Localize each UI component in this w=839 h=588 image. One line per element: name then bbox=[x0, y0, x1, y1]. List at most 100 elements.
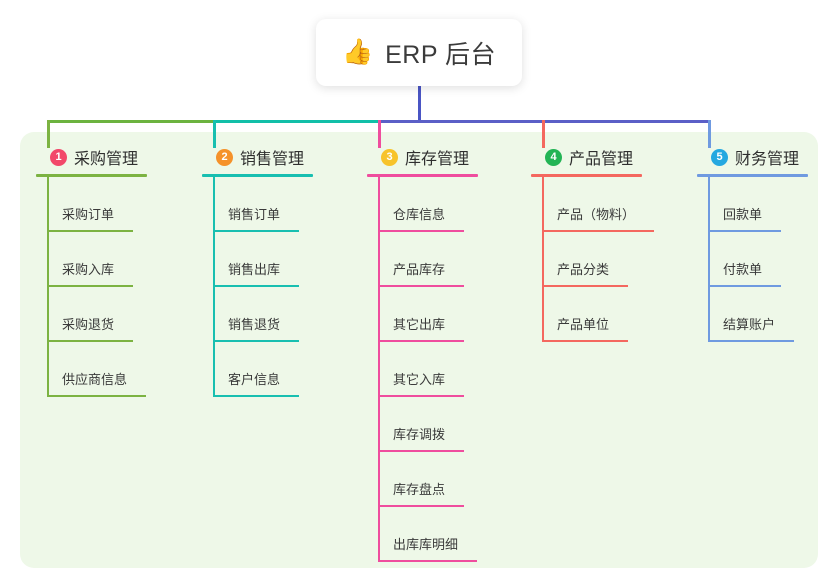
leaf-node-label: 采购入库 bbox=[62, 262, 115, 277]
leaf-node-rule bbox=[378, 395, 464, 397]
column-spine-1 bbox=[47, 177, 49, 397]
column-header-5[interactable]: 5 财务管理 bbox=[697, 146, 808, 168]
leaf-node-label: 产品（物料） bbox=[557, 207, 636, 222]
column-spine-5 bbox=[708, 177, 710, 342]
column-body-1: 采购订单采购入库采购退货供应商信息 bbox=[36, 177, 147, 397]
leaf-node-rule bbox=[378, 450, 464, 452]
leaf-node-label: 仓库信息 bbox=[393, 207, 446, 222]
leaf-node-rule bbox=[708, 285, 781, 287]
column-spine-3 bbox=[378, 177, 380, 562]
leaf-node-rule bbox=[708, 340, 794, 342]
leaf-node-rule bbox=[378, 340, 464, 342]
column-badge-3: 3 bbox=[381, 148, 398, 166]
leaf-node-label: 库存盘点 bbox=[393, 482, 446, 497]
column-drop-connector-3 bbox=[378, 120, 381, 148]
leaf-node[interactable]: 销售退货 bbox=[202, 287, 313, 342]
leaf-node-rule bbox=[47, 395, 146, 397]
leaf-node-label: 产品单位 bbox=[557, 317, 610, 332]
leaf-node[interactable]: 客户信息 bbox=[202, 342, 313, 397]
column-drop-connector-4 bbox=[542, 120, 545, 148]
bus-segment-1 bbox=[47, 120, 216, 123]
leaf-node-rule bbox=[47, 230, 133, 232]
leaf-node-label: 产品分类 bbox=[557, 262, 610, 277]
root-node-title: ERP 后台 bbox=[385, 40, 497, 69]
column-4: 4 产品管理产品（物料） 产品分类产品单位 bbox=[531, 146, 654, 342]
leaf-node-label: 采购退货 bbox=[62, 317, 115, 332]
leaf-node-rule bbox=[213, 340, 299, 342]
column-header-3[interactable]: 3 库存管理 bbox=[367, 146, 478, 168]
column-5: 5 财务管理回款单付款单结算账户 bbox=[697, 146, 808, 342]
bus-segment-3 bbox=[378, 120, 545, 123]
leaf-node[interactable]: 产品单位 bbox=[531, 287, 642, 342]
leaf-node-rule bbox=[213, 395, 299, 397]
leaf-node-label: 供应商信息 bbox=[62, 372, 128, 387]
leaf-node[interactable]: 产品库存 bbox=[367, 232, 478, 287]
column-title-1: 采购管理 bbox=[74, 151, 139, 168]
column-title-5: 财务管理 bbox=[735, 151, 800, 168]
column-header-1[interactable]: 1 采购管理 bbox=[36, 146, 147, 168]
leaf-node-rule bbox=[542, 230, 654, 232]
leaf-node-rule bbox=[378, 230, 464, 232]
column-header-4[interactable]: 4 产品管理 bbox=[531, 146, 642, 168]
leaf-node-rule bbox=[542, 340, 628, 342]
column-rule-4 bbox=[531, 174, 642, 177]
leaf-node-rule bbox=[542, 285, 628, 287]
leaf-node[interactable]: 库存盘点 bbox=[367, 452, 478, 507]
leaf-node-label: 采购订单 bbox=[62, 207, 115, 222]
column-title-2: 销售管理 bbox=[240, 151, 305, 168]
leaf-node[interactable]: 采购订单 bbox=[36, 177, 147, 232]
leaf-node[interactable]: 供应商信息 bbox=[36, 342, 147, 397]
leaf-node[interactable]: 销售订单 bbox=[202, 177, 313, 232]
column-body-2: 销售订单销售出库销售退货客户信息 bbox=[202, 177, 313, 397]
leaf-node[interactable]: 其它出库 bbox=[367, 287, 478, 342]
leaf-node[interactable]: 出库库明细 bbox=[367, 507, 478, 562]
leaf-node-label: 出库库明细 bbox=[393, 537, 459, 552]
column-rule-2 bbox=[202, 174, 313, 177]
leaf-node-rule bbox=[47, 285, 133, 287]
column-body-4: 产品（物料） 产品分类产品单位 bbox=[531, 177, 654, 342]
leaf-node[interactable]: 产品分类 bbox=[531, 232, 642, 287]
column-body-5: 回款单付款单结算账户 bbox=[697, 177, 808, 342]
leaf-node-label: 销售出库 bbox=[228, 262, 281, 277]
column-title-3: 库存管理 bbox=[405, 151, 470, 168]
leaf-node[interactable]: 库存调拨 bbox=[367, 397, 478, 452]
leaf-node[interactable]: 销售出库 bbox=[202, 232, 313, 287]
bus-segment-2 bbox=[213, 120, 381, 123]
column-badge-5: 5 bbox=[711, 148, 728, 166]
leaf-node-label: 其它入库 bbox=[393, 372, 446, 387]
column-body-3: 仓库信息产品库存其它出库其它入库库存调拨库存盘点出库库明细 bbox=[367, 177, 478, 562]
leaf-node-rule bbox=[378, 505, 464, 507]
root-stem-connector bbox=[418, 86, 421, 123]
leaf-node[interactable]: 仓库信息 bbox=[367, 177, 478, 232]
thumbs-up-icon: 👍 bbox=[341, 38, 374, 66]
leaf-node[interactable]: 其它入库 bbox=[367, 342, 478, 397]
column-title-4: 产品管理 bbox=[569, 151, 634, 168]
leaf-node-label: 客户信息 bbox=[228, 372, 281, 387]
column-badge-4: 4 bbox=[545, 148, 562, 166]
column-drop-connector-5 bbox=[708, 120, 711, 148]
leaf-node[interactable]: 付款单 bbox=[697, 232, 808, 287]
leaf-node-rule bbox=[213, 285, 299, 287]
column-rule-5 bbox=[697, 174, 808, 177]
leaf-node[interactable]: 产品（物料） bbox=[531, 177, 654, 232]
leaf-node-rule bbox=[213, 230, 299, 232]
leaf-node-rule bbox=[378, 285, 464, 287]
leaf-node[interactable]: 采购退货 bbox=[36, 287, 147, 342]
leaf-node-label: 销售退货 bbox=[228, 317, 281, 332]
leaf-node-rule bbox=[378, 560, 477, 562]
column-3: 3 库存管理仓库信息产品库存其它出库其它入库库存调拨库存盘点出库库明细 bbox=[367, 146, 478, 562]
bus-segment-4 bbox=[542, 120, 711, 123]
column-drop-connector-1 bbox=[47, 120, 50, 148]
leaf-node[interactable]: 结算账户 bbox=[697, 287, 808, 342]
column-rule-1 bbox=[36, 174, 147, 177]
column-badge-1: 1 bbox=[50, 148, 67, 166]
column-spine-4 bbox=[542, 177, 544, 342]
leaf-node-label: 销售订单 bbox=[228, 207, 281, 222]
leaf-node-label: 库存调拨 bbox=[393, 427, 446, 442]
leaf-node-label: 付款单 bbox=[723, 262, 763, 277]
leaf-node[interactable]: 采购入库 bbox=[36, 232, 147, 287]
root-node-card[interactable]: 👍 ERP 后台 bbox=[316, 19, 522, 86]
leaf-node[interactable]: 回款单 bbox=[697, 177, 808, 232]
